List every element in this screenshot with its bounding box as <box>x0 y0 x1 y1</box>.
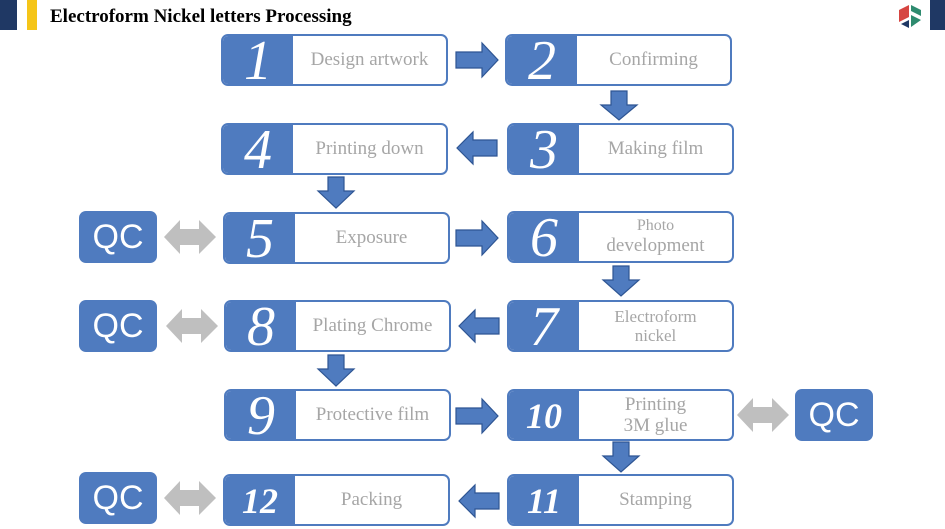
arrow-11-to-12 <box>458 483 500 519</box>
step-3-box: 3 Making film <box>507 123 734 175</box>
step-number: 3 <box>509 125 579 173</box>
step-number: 8 <box>226 302 296 350</box>
step-label: Stamping <box>619 489 692 511</box>
step-label: Plating Chrome <box>312 315 433 337</box>
arrow-9-to-10 <box>455 397 499 435</box>
step-10-box: 10 Printing 3M glue <box>507 389 734 441</box>
step-1-box: 1 Design artwork <box>221 34 448 86</box>
arrow-6-to-7 <box>601 265 641 297</box>
step-number: 12 <box>225 476 295 524</box>
step-label-line-2: 3M glue <box>623 415 688 436</box>
qc-badge-step-8: QC <box>79 300 157 352</box>
title-accent-bar <box>27 0 37 30</box>
corner-decoration-right <box>930 0 945 30</box>
arrow-4-to-5 <box>316 176 356 209</box>
corner-decoration-left <box>0 0 17 30</box>
qc-badge-step-10: QC <box>795 389 873 441</box>
step-label: Electroform nickel <box>579 302 732 350</box>
step-label-line-1: Printing <box>624 393 687 415</box>
step-number: 2 <box>507 36 577 84</box>
step-number: 4 <box>223 125 293 173</box>
arrow-7-to-8 <box>458 308 500 344</box>
step-number: 5 <box>225 214 295 262</box>
qc-arrow-10 <box>737 398 789 432</box>
step-label-line-2: development <box>606 235 705 257</box>
step-12-box: 12 Packing <box>223 474 450 526</box>
page-title: Electroform Nickel letters Processing <box>50 6 352 27</box>
step-number: 11 <box>509 476 579 524</box>
step-number: 7 <box>509 302 579 350</box>
arrow-2-to-3 <box>599 90 639 121</box>
step-6-box: 6 Photo development <box>507 211 734 263</box>
step-2-box: 2 Confirming <box>505 34 732 86</box>
step-label-line-1: Electroform <box>614 306 697 326</box>
step-label: Protective film <box>315 404 430 426</box>
step-label: Printing 3M glue <box>579 391 732 439</box>
step-label: Packing <box>340 489 403 511</box>
step-label: Exposure <box>335 227 408 249</box>
step-number: 10 <box>509 391 579 439</box>
step-4-box: 4 Printing down <box>221 123 448 175</box>
step-label: Design artwork <box>310 49 429 71</box>
arrow-5-to-6 <box>455 219 499 257</box>
arrow-1-to-2 <box>455 41 499 79</box>
qc-arrow-8 <box>166 309 218 343</box>
qc-arrow-5 <box>164 220 216 254</box>
step-label: Confirming <box>609 49 698 71</box>
step-11-box: 11 Stamping <box>507 474 734 526</box>
step-8-box: 8 Plating Chrome <box>224 300 451 352</box>
step-label-line-2: nickel <box>634 326 677 345</box>
qc-arrow-12 <box>164 481 216 515</box>
step-label: Photo development <box>579 213 732 261</box>
arrow-8-to-9 <box>316 354 356 387</box>
qc-badge-step-5: QC <box>79 211 157 263</box>
qc-badge-step-12: QC <box>79 472 157 524</box>
step-5-box: 5 Exposure <box>223 212 450 264</box>
arrow-10-to-11 <box>601 441 641 473</box>
step-label: Printing down <box>315 138 424 160</box>
step-number: 6 <box>509 213 579 261</box>
step-number: 1 <box>223 36 293 84</box>
step-7-box: 7 Electroform nickel <box>507 300 734 352</box>
arrow-3-to-4 <box>456 130 498 166</box>
step-number: 9 <box>226 391 296 439</box>
step-label: Making film <box>607 138 704 160</box>
step-9-box: 9 Protective film <box>224 389 451 441</box>
step-label-line-1: Photo <box>636 217 675 235</box>
logo-icon <box>899 5 921 28</box>
